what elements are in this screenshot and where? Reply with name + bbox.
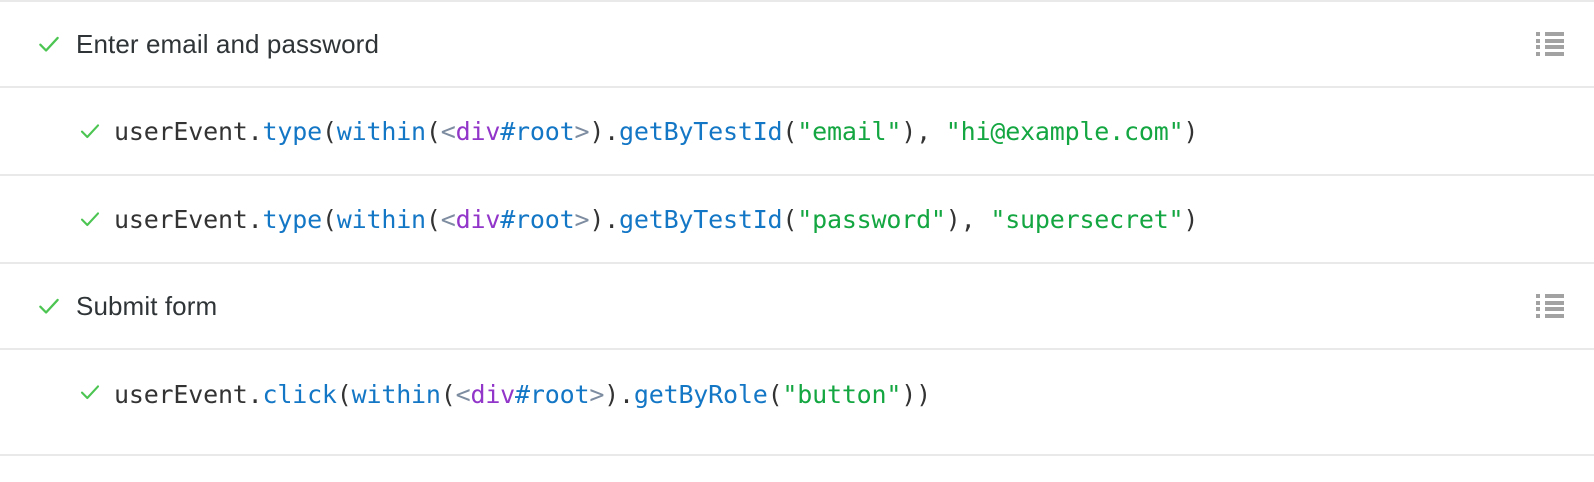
list-icon-bar	[1545, 307, 1564, 312]
code-token-punct: .	[604, 204, 620, 234]
code-token-fn: type	[262, 116, 323, 146]
list-icon-bullet	[1536, 307, 1540, 312]
list-icon-line	[1536, 300, 1564, 305]
list-icon-bar	[1545, 300, 1564, 305]
code-token-punct: .	[247, 116, 263, 146]
list-view-icon[interactable]	[1536, 294, 1564, 318]
list-icon-bar	[1545, 32, 1564, 36]
code-token-punct: (	[321, 204, 337, 234]
code-token-punct: ),	[945, 204, 991, 234]
code-token-punct: .	[247, 380, 263, 409]
list-icon-bullet	[1536, 300, 1540, 305]
code-token-fn: within	[336, 204, 426, 234]
test-group-row[interactable]: Enter email and password	[0, 2, 1594, 88]
list-icon-line	[1536, 313, 1564, 318]
code-token-punct: .	[604, 116, 620, 146]
code-token-punct: )	[1183, 116, 1199, 146]
command-code: userEvent.click(within(<div#root>).getBy…	[114, 382, 931, 407]
code-token-punct: )	[589, 116, 605, 146]
list-icon-line	[1536, 32, 1564, 36]
code-token-punct: .	[619, 380, 634, 409]
code-token-punct: (	[321, 116, 337, 146]
code-token-fn: click	[262, 380, 337, 409]
code-token-id: #root	[500, 116, 575, 146]
list-icon-bullet	[1536, 294, 1540, 298]
test-command-row[interactable]: userEvent.type(within(<div#root>).getByT…	[0, 176, 1594, 264]
list-icon-line	[1536, 45, 1564, 50]
list-icon-bar	[1545, 45, 1564, 50]
code-token-fn: getByTestId	[619, 116, 783, 146]
list-icon-bar	[1545, 38, 1564, 43]
list-icon-bullet	[1536, 45, 1540, 50]
code-token-plain: userEvent	[114, 116, 248, 146]
list-view-icon[interactable]	[1536, 32, 1564, 56]
code-token-bracket: >	[574, 204, 590, 234]
code-token-string: "supersecret"	[990, 204, 1184, 234]
code-token-fn: getByTestId	[619, 204, 783, 234]
code-token-punct: )	[604, 380, 620, 409]
check-icon	[78, 119, 102, 143]
code-token-bracket: >	[574, 116, 590, 146]
command-code: userEvent.type(within(<div#root>).getByT…	[114, 119, 1198, 144]
code-token-punct: (	[440, 380, 456, 409]
list-icon-bullet	[1536, 38, 1540, 43]
code-token-plain: userEvent	[114, 380, 248, 409]
code-token-tag: div	[470, 380, 516, 409]
code-token-punct: (	[767, 380, 783, 409]
check-icon	[78, 207, 102, 231]
code-token-plain: userEvent	[114, 204, 248, 234]
test-group-label: Submit form	[76, 290, 218, 321]
list-icon-bullet	[1536, 51, 1540, 56]
code-token-punct: ))	[901, 380, 931, 409]
code-token-punct: (	[782, 116, 798, 146]
code-token-bracket: >	[589, 380, 605, 409]
list-icon-bullet	[1536, 32, 1540, 36]
code-token-bracket: <	[440, 116, 456, 146]
check-icon	[78, 380, 102, 404]
list-icon-bullet	[1536, 313, 1540, 318]
code-token-punct: ),	[901, 116, 946, 146]
test-command-row[interactable]: userEvent.type(within(<div#root>).getByT…	[0, 88, 1594, 176]
code-token-punct: .	[247, 204, 263, 234]
list-icon-line	[1536, 307, 1564, 312]
code-token-punct: (	[425, 204, 441, 234]
code-token-id: #root	[515, 380, 590, 409]
test-group-row[interactable]: Submit form	[0, 264, 1594, 350]
check-icon	[36, 31, 62, 57]
code-token-fn: within	[351, 380, 441, 409]
command-code: userEvent.type(within(<div#root>).getByT…	[114, 207, 1198, 232]
code-token-punct: )	[589, 204, 605, 234]
code-token-string: "button"	[782, 380, 902, 409]
code-token-string: "password"	[797, 204, 946, 234]
code-token-bracket: <	[440, 204, 456, 234]
list-icon-bar	[1545, 294, 1564, 298]
code-token-punct: (	[336, 380, 352, 409]
code-token-tag: div	[455, 116, 501, 146]
list-icon-line	[1536, 51, 1564, 56]
test-group-label: Enter email and password	[76, 28, 379, 59]
code-token-fn: within	[336, 116, 426, 146]
code-token-punct: )	[1183, 204, 1199, 234]
code-token-tag: div	[455, 204, 501, 234]
test-command-row[interactable]: userEvent.click(within(<div#root>).getBy…	[0, 350, 1594, 456]
code-token-fn: getByRole	[633, 380, 768, 409]
list-icon-bar	[1545, 51, 1564, 56]
code-token-punct: (	[425, 116, 441, 146]
code-token-id: #root	[500, 204, 575, 234]
list-icon-bar	[1545, 313, 1564, 318]
code-token-punct: (	[782, 204, 798, 234]
list-icon-line	[1536, 294, 1564, 298]
code-token-string: "hi@example.com"	[945, 116, 1184, 146]
check-icon	[36, 293, 62, 319]
list-icon-line	[1536, 38, 1564, 43]
code-token-bracket: <	[455, 380, 471, 409]
code-token-string: "email"	[797, 116, 902, 146]
code-token-fn: type	[262, 204, 323, 234]
